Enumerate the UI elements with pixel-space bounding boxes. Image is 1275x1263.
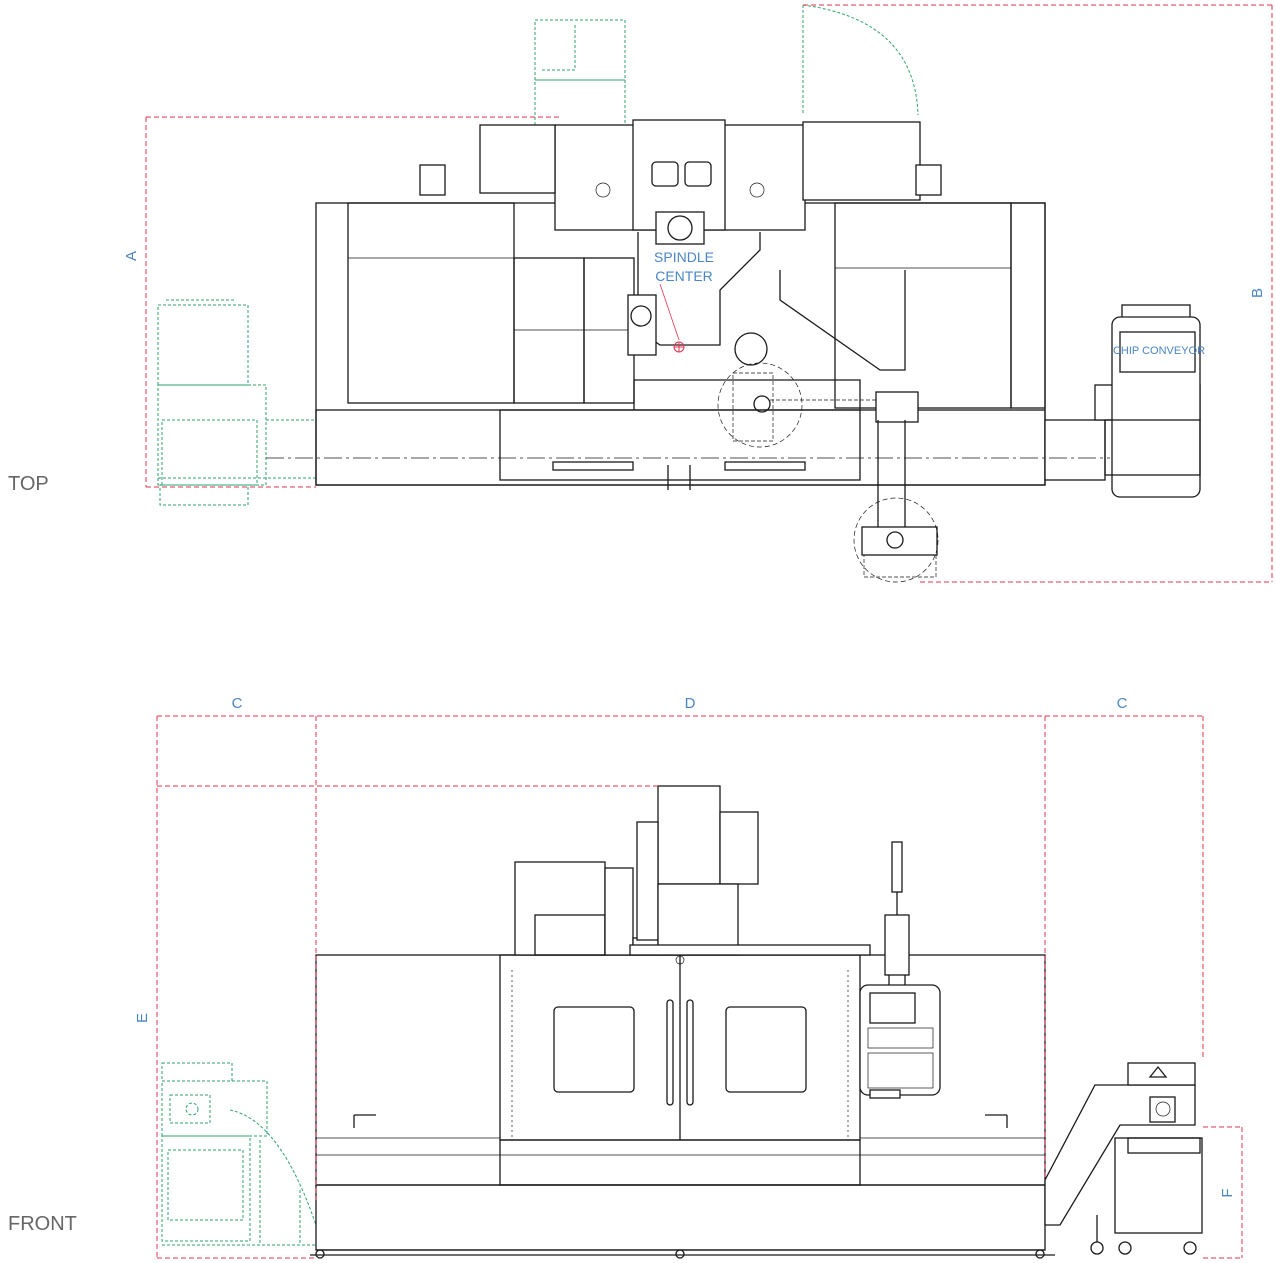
chip-conveyor-label: CHIP CONVEYOR xyxy=(1113,345,1205,357)
front-chip-conveyor xyxy=(1044,1062,1203,1255)
dimension-c-left-label: C xyxy=(232,695,243,712)
dimension-b-line xyxy=(803,4,1273,583)
spindle-center-label-line1: SPINDLE xyxy=(654,249,714,265)
dimension-e-line xyxy=(157,785,658,1259)
top-chip-conveyor xyxy=(1044,304,1201,498)
front-optional-outlines xyxy=(161,1062,317,1246)
front-machine-body xyxy=(310,954,1055,1259)
dimension-cdc-line xyxy=(156,715,1204,1258)
dimension-f-label: F xyxy=(1219,1188,1236,1197)
dimension-e-label: E xyxy=(134,1013,151,1023)
dimension-a-line xyxy=(145,116,560,488)
top-tool-changer xyxy=(627,294,939,583)
spindle-center-label-line2: CENTER xyxy=(655,268,713,284)
dimension-a-label: A xyxy=(123,251,140,261)
spindle-center-marker xyxy=(659,283,685,353)
dimension-f-line xyxy=(1203,1126,1243,1259)
dimension-b-label: B xyxy=(1249,288,1266,298)
dimension-c-right-label: C xyxy=(1117,695,1128,712)
top-view: SPINDLE CENTER CHIP CONVEYO xyxy=(8,4,1273,583)
top-optional-outlines xyxy=(157,4,919,506)
front-view-label: FRONT xyxy=(8,1213,77,1235)
top-machine-body xyxy=(315,202,1046,486)
front-column xyxy=(514,785,871,965)
operator-pendant xyxy=(859,841,941,1099)
top-column xyxy=(419,119,942,371)
top-view-label: TOP xyxy=(8,473,49,495)
dimension-d-label: D xyxy=(685,695,696,712)
front-view: C D C E F FRONT xyxy=(8,695,1243,1259)
